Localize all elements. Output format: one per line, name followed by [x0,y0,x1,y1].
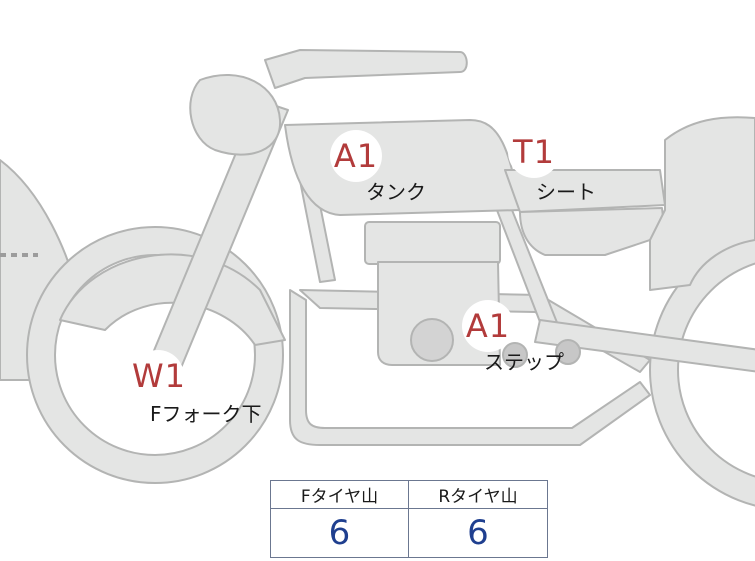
tail-cowl [519,207,666,256]
step-peg-rear [555,339,581,365]
tank-marker-label: タンク [366,180,426,204]
front-tread-header: Fタイヤ山 [271,481,409,509]
rear-tread-header: Rタイヤ山 [409,481,547,509]
rear-tread-value: 6 [467,513,489,553]
front-mudguard [59,253,286,346]
step-marker-label: ステップ [484,350,564,374]
seat-marker-code: T1 [508,126,560,178]
front-tread-value: 6 [271,509,409,557]
engine-cover [410,318,454,362]
handlebar [264,49,468,89]
tire-tread-table: Fタイヤ山 Rタイヤ山 6 6 [270,480,548,558]
exhaust-lower [289,289,651,446]
step-peg-front [502,342,528,368]
ffork-marker-label: Fフォーク下 [150,402,262,426]
rear-rim [677,262,755,478]
ffork-marker-code: W1 [132,350,185,402]
seat-marker-label: シート [536,180,596,204]
tank-marker-code: A1 [330,130,382,182]
rear-fender [649,116,755,291]
swingarm [534,319,755,373]
step-marker-code: A1 [462,300,514,352]
headlight [189,74,282,156]
engine-head [364,221,501,265]
